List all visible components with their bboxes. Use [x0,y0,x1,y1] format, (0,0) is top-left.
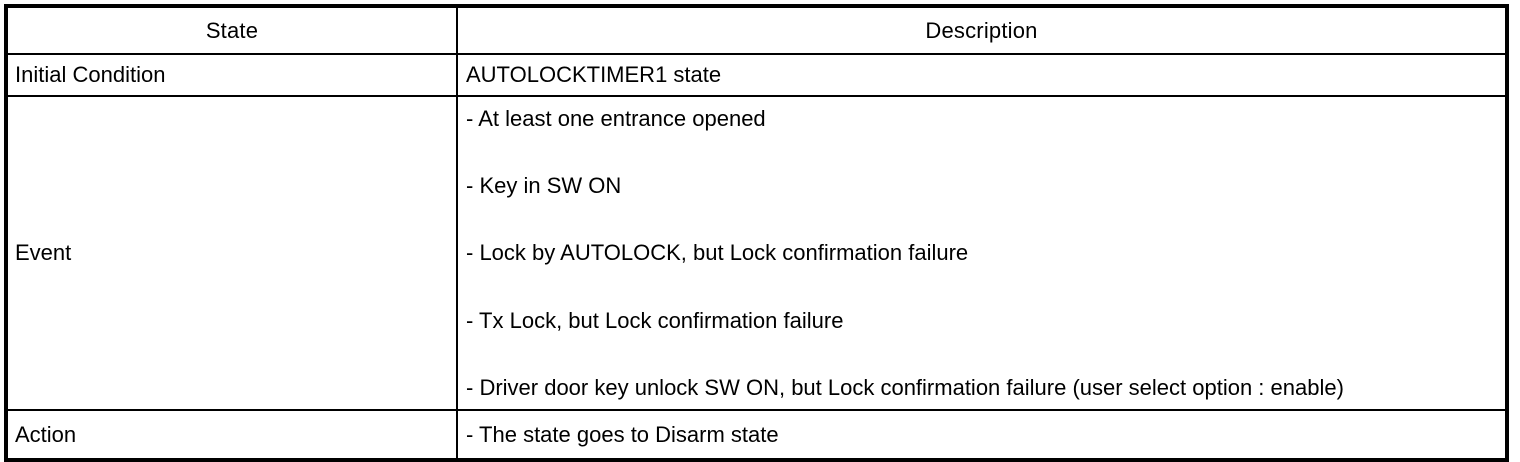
event-bullet-list: - At least one entrance opened - Key in … [466,106,1505,400]
list-item: - Lock by AUTOLOCK, but Lock confirmatio… [466,240,969,266]
table-row: Event - At least one entrance opened - K… [5,95,1508,411]
row-value-event: - At least one entrance opened - Key in … [456,95,1508,411]
list-item: - Driver door key unlock SW ON, but Lock… [466,374,1344,400]
list-item: - Key in SW ON [466,173,622,199]
row-label-initial-condition: Initial Condition [5,53,458,97]
state-description-table: State Description Initial Condition AUTO… [4,4,1509,462]
row-label-action: Action [5,409,458,461]
table-header-row: State Description [5,5,1508,55]
column-header-state: State [5,5,458,55]
table-row: Initial Condition AUTOLOCKTIMER1 state [5,53,1508,97]
row-value-action: - The state goes to Disarm state [456,409,1508,461]
table-row: Action - The state goes to Disarm state [5,409,1508,461]
list-item: - Tx Lock, but Lock confirmation failure [466,307,844,333]
row-label-event: Event [5,95,458,411]
list-item: - At least one entrance opened [466,106,766,132]
row-value-initial-condition: AUTOLOCKTIMER1 state [456,53,1508,97]
column-header-description: Description [456,5,1508,55]
